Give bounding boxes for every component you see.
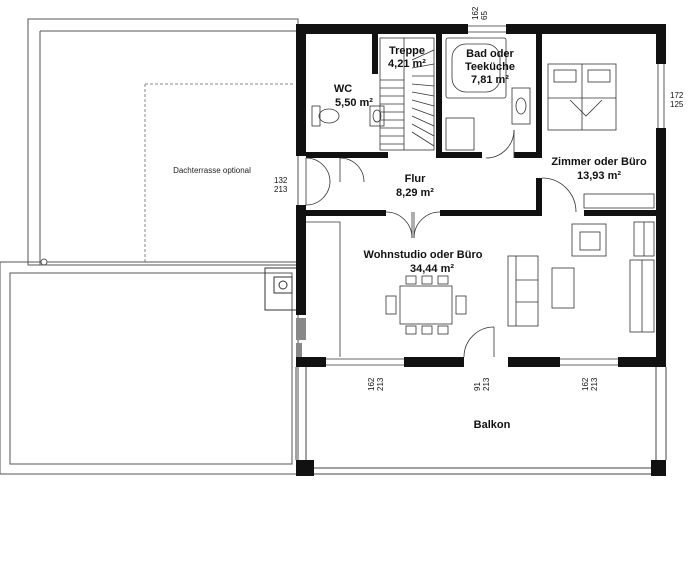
lower-terrace bbox=[0, 258, 299, 475]
balkon-name: Balkon bbox=[474, 419, 511, 431]
left-door-width: 132 bbox=[274, 176, 288, 185]
balkon-door-height: 213 bbox=[482, 377, 491, 391]
living-furniture bbox=[306, 221, 655, 358]
zimmer-name: Zimmer oder Büro bbox=[551, 156, 647, 168]
room-labels: WC 5,50 m² Treppe 4,21 m² Bad oder Teekü… bbox=[173, 45, 647, 431]
wohnstudio-area: 34,44 m² bbox=[410, 263, 454, 275]
interior-walls bbox=[306, 34, 656, 216]
balkon-windows bbox=[326, 358, 618, 366]
balkon-window-right-width: 162 bbox=[581, 377, 590, 391]
bad-area: 7,81 m² bbox=[471, 74, 509, 86]
gray-wall-pieces bbox=[296, 318, 306, 357]
flur-name: Flur bbox=[405, 173, 426, 185]
dachterrasse-name: Dachterrasse optional bbox=[173, 166, 251, 175]
right-window-height: 125 bbox=[670, 100, 684, 109]
bad-name-line2: Teeküche bbox=[465, 61, 515, 73]
flur-area: 8,29 m² bbox=[396, 187, 434, 199]
treppe-name: Treppe bbox=[389, 45, 425, 57]
right-window-width: 172 bbox=[670, 91, 684, 100]
treppe-area: 4,21 m² bbox=[388, 58, 426, 70]
zimmer-area: 13,93 m² bbox=[577, 170, 621, 182]
dimension-labels: 162 65 172 125 132 213 162 213 91 213 16… bbox=[274, 6, 684, 391]
wc-fixtures bbox=[311, 105, 385, 183]
dachterrasse-area bbox=[27, 18, 299, 266]
wc-area: 5,50 m² bbox=[335, 97, 373, 109]
balkon-door-width: 91 bbox=[473, 382, 482, 391]
top-window-width: 162 bbox=[471, 6, 480, 20]
top-window-height: 65 bbox=[480, 11, 489, 20]
bad-fixtures bbox=[445, 37, 531, 159]
stairs bbox=[379, 37, 435, 151]
wohnstudio-name: Wohnstudio oder Büro bbox=[364, 249, 483, 261]
bed bbox=[541, 63, 655, 213]
flur-doors bbox=[305, 157, 441, 239]
bad-name-line1: Bad oder bbox=[466, 48, 514, 60]
balkon-window-left-width: 162 bbox=[367, 377, 376, 391]
top-window bbox=[468, 25, 506, 33]
exterior-walls bbox=[296, 24, 666, 476]
right-window bbox=[657, 64, 665, 128]
wc-name: WC bbox=[334, 83, 352, 95]
balkon-window-left-height: 213 bbox=[376, 377, 385, 391]
balkon-area bbox=[295, 367, 667, 475]
balkon-window-right-height: 213 bbox=[590, 377, 599, 391]
left-door-height: 213 bbox=[274, 185, 288, 194]
